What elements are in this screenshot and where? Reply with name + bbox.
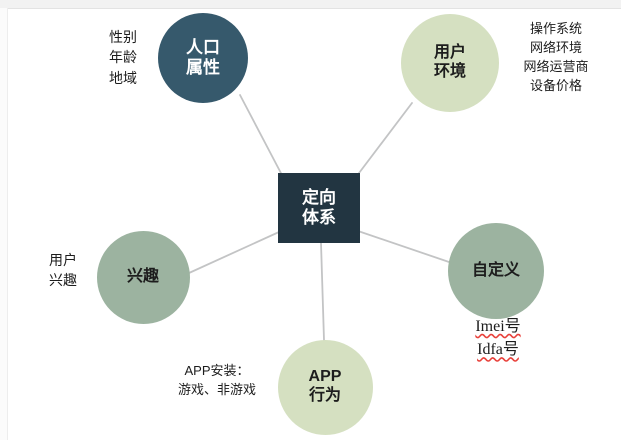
edge-demographics — [239, 94, 284, 178]
interest-caption-line: 用户 — [49, 252, 77, 268]
user-environment-caption-line: 网络运营商 — [523, 58, 589, 74]
node-app-behavior-label: APP 行为 — [308, 368, 342, 404]
node-interest[interactable]: 兴趣 — [96, 230, 190, 324]
interest-caption-line: 兴趣 — [49, 272, 77, 289]
user-environment-caption-line: 设备价格 — [529, 77, 582, 93]
node-user-environment-label: 用户 环境 — [433, 44, 466, 80]
edge-user-environment — [355, 102, 413, 178]
demographics-caption-line: 年龄 — [109, 49, 137, 66]
edge-app-behavior — [320, 242, 325, 341]
demographics-caption-line: 性别 — [109, 29, 137, 45]
node-interest-label: 兴趣 — [126, 267, 159, 285]
node-custom[interactable]: 自定义 — [448, 223, 544, 319]
window-top-edge — [0, 0, 621, 9]
edge-custom — [357, 230, 450, 263]
node-app-behavior[interactable]: APP 行为 — [277, 339, 373, 435]
node-custom-label: 自定义 — [471, 261, 520, 279]
user-environment-caption: 操作系统网络环境网络运营商设备价格 — [500, 20, 612, 95]
app-behavior-caption-line: APP安装： — [184, 363, 250, 378]
edge-interest — [188, 231, 280, 274]
node-center-label: 定向 体系 — [302, 187, 336, 227]
interest-caption: 用户兴趣 — [34, 250, 92, 291]
demographics-caption: 性别年龄地域 — [88, 27, 158, 88]
app-behavior-caption: APP安装： 游戏、非游戏 — [158, 362, 276, 400]
user-environment-caption-line: 网络环境 — [529, 39, 582, 55]
window-left-edge — [0, 8, 8, 440]
custom-caption: Imei号 Idfa号 — [452, 315, 544, 361]
demographics-caption-line: 地域 — [109, 69, 137, 86]
custom-caption-line: Imei号 — [475, 318, 521, 335]
node-demographics-label: 人口 属性 — [186, 37, 220, 77]
custom-caption-line: Idfa号 — [477, 341, 519, 359]
node-center[interactable]: 定向 体系 — [278, 173, 360, 243]
app-behavior-caption-line: 游戏、非游戏 — [177, 381, 256, 397]
node-demographics[interactable]: 人口 属性 — [158, 13, 248, 103]
node-user-environment[interactable]: 用户 环境 — [401, 14, 499, 112]
user-environment-caption-line: 操作系统 — [529, 21, 582, 36]
